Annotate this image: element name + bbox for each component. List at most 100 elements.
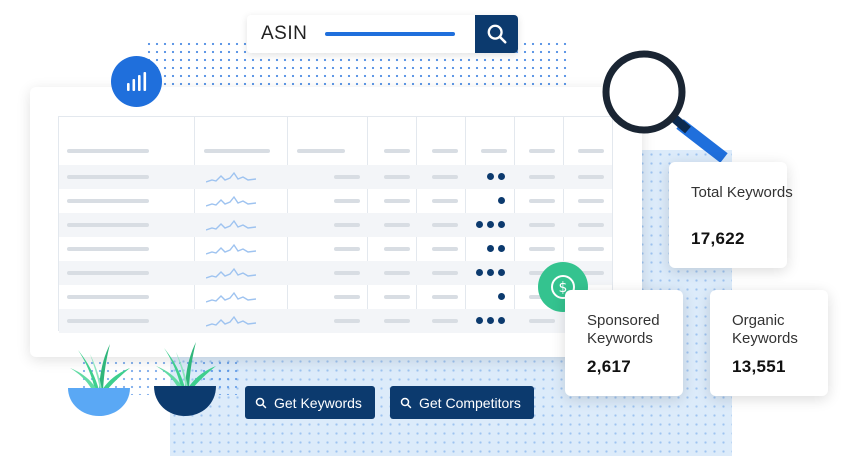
cell-placeholder — [578, 175, 604, 179]
keyword-table — [58, 116, 613, 333]
get-competitors-label: Get Competitors — [419, 394, 521, 411]
competitor-dot — [498, 221, 505, 228]
search-button[interactable] — [475, 15, 518, 53]
search-icon — [487, 24, 507, 44]
cell-placeholder — [384, 199, 410, 203]
table-row[interactable] — [59, 165, 612, 189]
total-keywords-label: Total Keywords — [691, 184, 793, 201]
cell-placeholder — [67, 295, 149, 299]
cell-placeholder — [578, 271, 604, 275]
cell-placeholder — [529, 247, 555, 251]
table-row[interactable] — [59, 189, 612, 213]
competitor-dot — [498, 269, 505, 276]
cell-placeholder — [334, 295, 360, 299]
cell-placeholder — [67, 223, 149, 227]
organic-keywords-card: Organic Keywords 13,551 — [710, 290, 828, 396]
search-input[interactable]: ASIN — [261, 23, 308, 44]
cell-placeholder — [432, 223, 458, 227]
trend-sparkline — [206, 219, 256, 231]
cell-placeholder — [578, 199, 604, 203]
search-icon — [255, 397, 267, 408]
get-keywords-label: Get Keywords — [274, 394, 362, 411]
search-icon — [400, 397, 412, 408]
cell-placeholder — [334, 319, 360, 323]
trend-sparkline — [206, 243, 256, 255]
competitor-dot — [498, 317, 505, 324]
competitor-dot — [487, 317, 494, 324]
cell-placeholder — [384, 295, 410, 299]
cell-placeholder — [334, 199, 360, 203]
cell-placeholder — [529, 223, 555, 227]
cell-placeholder — [578, 247, 604, 251]
sponsored-keywords-value: 2,617 — [587, 357, 632, 376]
cell-placeholder — [384, 247, 410, 251]
cell-placeholder — [529, 175, 555, 179]
asin-search-bar[interactable]: ASIN — [247, 15, 518, 53]
cell-placeholder — [529, 199, 555, 203]
competitor-dot — [498, 245, 505, 252]
search-input-placeholder-line — [325, 32, 456, 36]
competitor-dot — [476, 269, 483, 276]
table-row[interactable] — [59, 261, 612, 285]
trend-sparkline — [206, 291, 256, 303]
competitor-dot — [476, 317, 483, 324]
competitor-dot — [498, 197, 505, 204]
cell-placeholder — [334, 223, 360, 227]
cell-placeholder — [432, 247, 458, 251]
organic-keywords-value: 13,551 — [732, 357, 786, 376]
total-keywords-card: Total Keywords 17,622 — [669, 162, 793, 268]
competitor-dots — [487, 173, 505, 180]
competitor-dot — [487, 173, 494, 180]
trend-sparkline — [206, 195, 256, 207]
cell-placeholder — [432, 199, 458, 203]
cell-placeholder — [334, 175, 360, 179]
magnifier-icon — [602, 50, 728, 163]
table-row[interactable] — [59, 309, 612, 333]
cell-placeholder — [432, 295, 458, 299]
table-row[interactable] — [59, 213, 612, 237]
svg-text:$: $ — [559, 280, 568, 296]
cell-placeholder — [67, 199, 149, 203]
competitor-dot — [498, 293, 505, 300]
cell-placeholder — [334, 271, 360, 275]
trend-sparkline — [206, 171, 256, 183]
cell-placeholder — [384, 319, 410, 323]
cell-placeholder — [432, 271, 458, 275]
competitor-dot — [498, 173, 505, 180]
get-competitors-button[interactable]: Get Competitors — [390, 386, 534, 419]
cell-placeholder — [384, 175, 410, 179]
table-row[interactable] — [59, 285, 612, 309]
analytics-badge — [111, 56, 162, 107]
cell-placeholder — [578, 223, 604, 227]
competitor-dots — [487, 245, 505, 252]
competitor-dots — [498, 293, 505, 300]
cell-placeholder — [67, 319, 149, 323]
bar-chart-icon — [126, 71, 146, 91]
cell-placeholder — [529, 319, 555, 323]
cell-placeholder — [432, 175, 458, 179]
competitor-dots — [476, 269, 505, 276]
sponsored-keywords-card: Sponsored Keywords 2,617 — [565, 290, 683, 396]
total-keywords-value: 17,622 — [691, 229, 745, 248]
competitor-dots — [476, 317, 505, 324]
organic-keywords-label: Organic Keywords — [732, 312, 798, 347]
dollar-icon: $ — [551, 275, 575, 299]
cell-placeholder — [67, 271, 149, 275]
table-row[interactable] — [59, 237, 612, 261]
trend-sparkline — [206, 315, 256, 327]
competitor-dot — [476, 221, 483, 228]
competitor-dots — [476, 221, 505, 228]
competitor-dot — [487, 269, 494, 276]
cell-placeholder — [432, 319, 458, 323]
cell-placeholder — [384, 223, 410, 227]
competitor-dot — [487, 221, 494, 228]
cell-placeholder — [67, 175, 149, 179]
plant-light-icon — [68, 344, 130, 416]
trend-sparkline — [206, 267, 256, 279]
table-header-row — [59, 139, 612, 163]
cell-placeholder — [334, 247, 360, 251]
sponsored-keywords-label: Sponsored Keywords — [587, 312, 660, 347]
cell-placeholder — [384, 271, 410, 275]
competitor-dots — [498, 197, 505, 204]
get-keywords-button[interactable]: Get Keywords — [245, 386, 375, 419]
